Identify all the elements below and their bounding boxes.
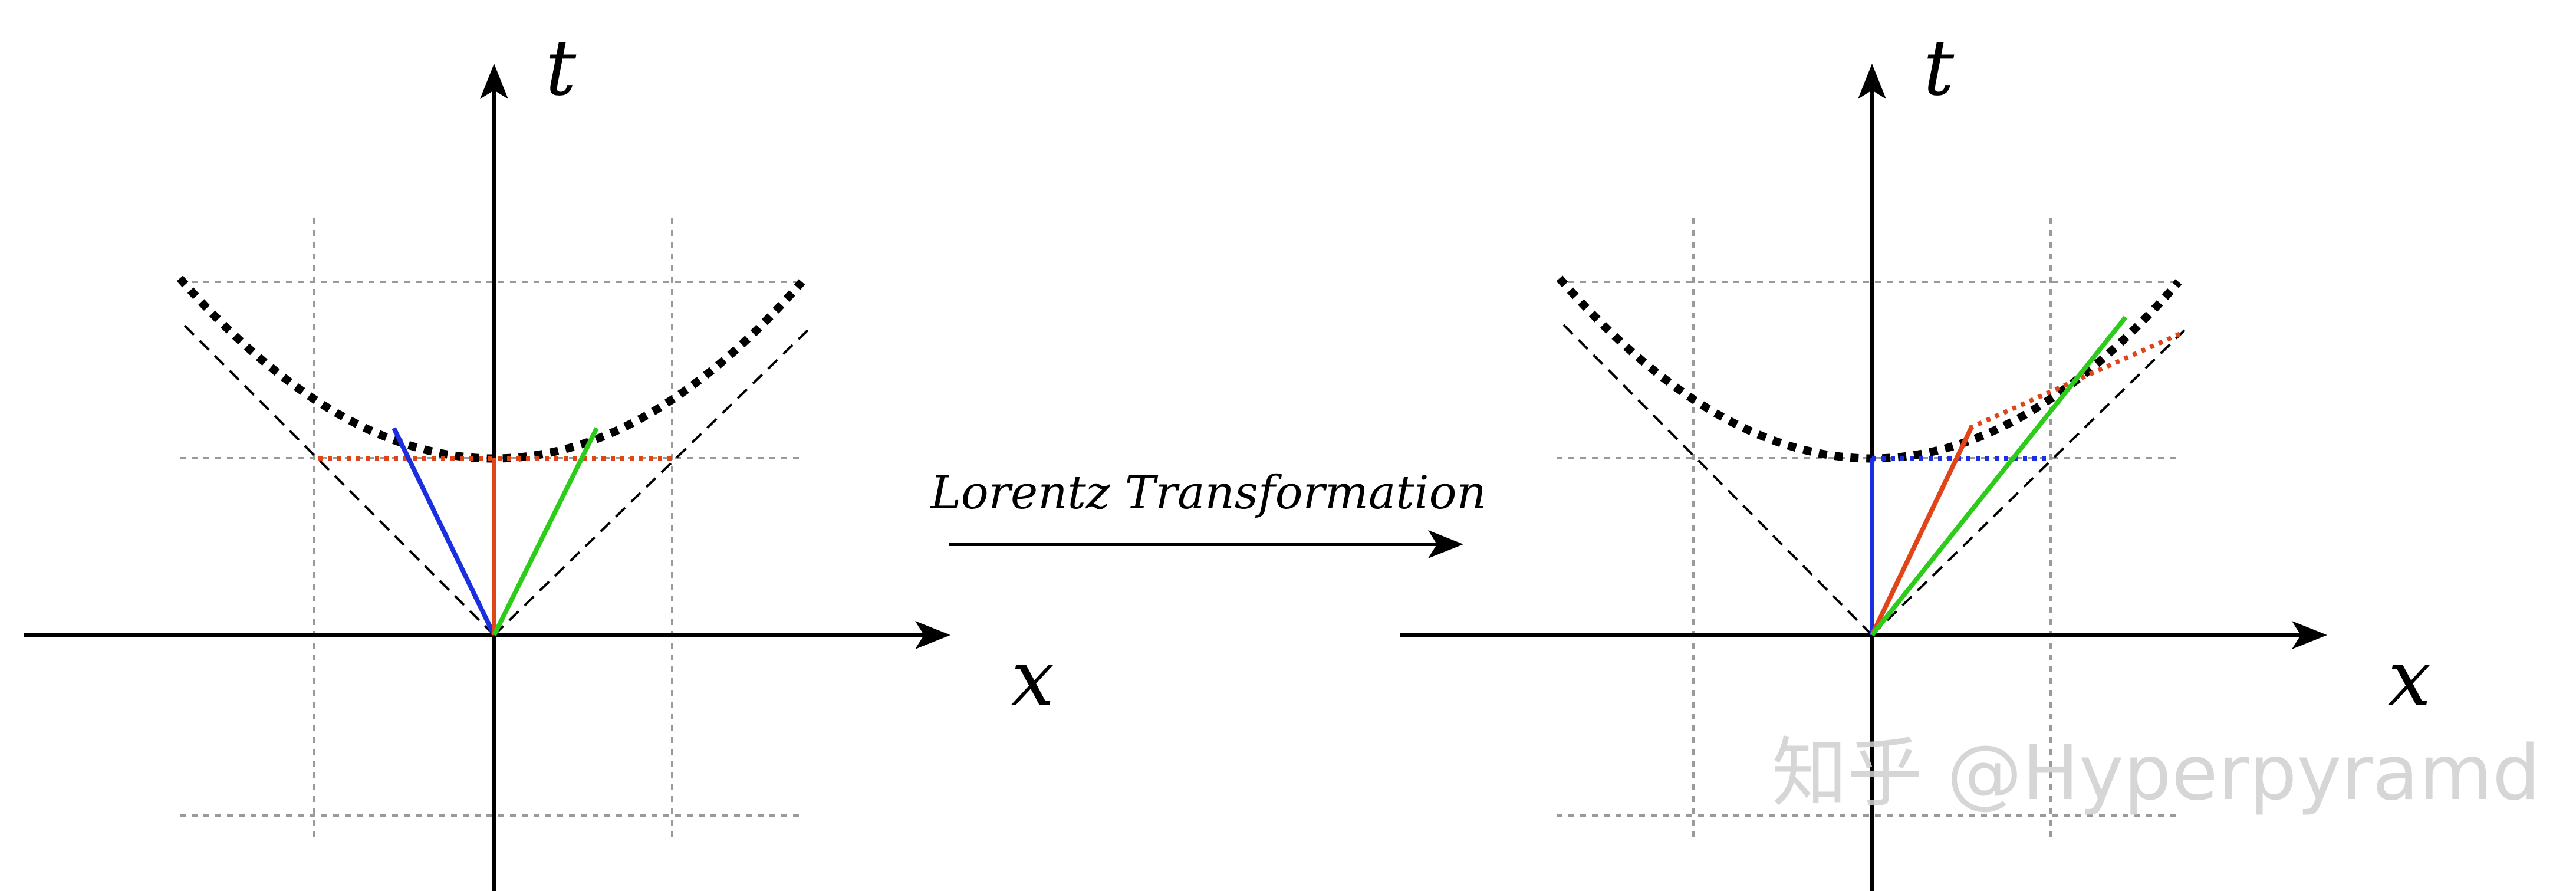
right-red-worldline <box>1870 427 1973 636</box>
transformation-label: Lorentz Transformation <box>929 466 1486 520</box>
right-light-cone <box>1558 320 2186 636</box>
left-hyperbola <box>176 275 805 463</box>
left-green-worldline <box>492 427 599 636</box>
right-t-label: t <box>1923 23 1955 113</box>
transformation-arrow-group: Lorentz Transformation <box>929 466 1486 558</box>
right-x-label: x <box>2388 633 2431 723</box>
left-t-label: t <box>545 23 577 113</box>
left-blue-worldline <box>392 427 496 636</box>
right-grid <box>1557 218 2182 843</box>
left-light-cone <box>179 320 809 636</box>
right-green-worldline <box>1870 315 2128 637</box>
right-spacetime-diagram: t x <box>1400 23 2431 891</box>
left-x-label: x <box>1011 633 1054 723</box>
left-spacetime-diagram: t x <box>24 23 1054 891</box>
watermark: 知乎 @Hyperpyramd <box>1772 729 2540 817</box>
